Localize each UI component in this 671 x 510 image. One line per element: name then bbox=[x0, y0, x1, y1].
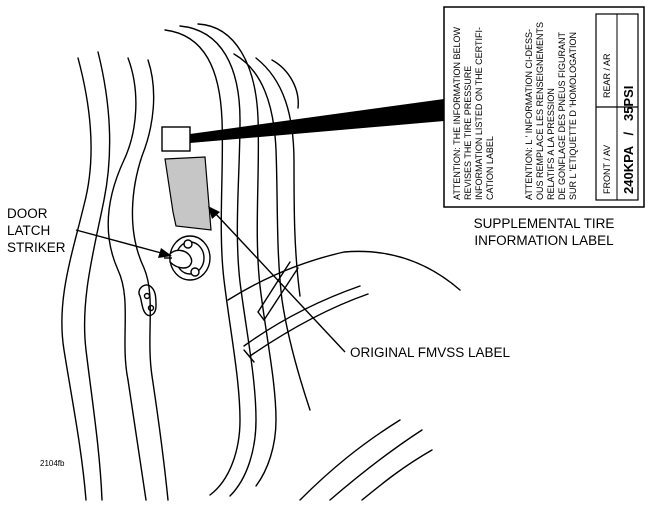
fmvss-arrowhead bbox=[208, 206, 220, 219]
callout-striker: STRIKER bbox=[7, 240, 66, 255]
label-english-line-4: CATION LABEL bbox=[485, 136, 495, 200]
supplemental-tire-label: ATTENTION: THE INFORMATION BELOW REVISES… bbox=[443, 6, 645, 208]
supplemental-label-leader bbox=[190, 99, 444, 143]
label-english-line-1: ATTENTION: THE INFORMATION BELOW bbox=[452, 26, 462, 200]
callout-supplemental-line-1: SUPPLEMENTAL TIRE bbox=[474, 216, 615, 231]
label-french-line-4: DE GONFLAGE DES PNEUS FIGURANT bbox=[557, 31, 567, 200]
figure-code: 2104fb bbox=[40, 459, 65, 468]
label-french-line-2: OUS REMPLACE LES RENSEIGNEMENTS bbox=[535, 22, 545, 200]
callout-original-fmvss: ORIGINAL FMVSS LABEL bbox=[350, 345, 511, 360]
striker-leader-line bbox=[75, 229, 166, 255]
label-rear-header: REAR / AR bbox=[602, 53, 612, 98]
hinge-bracket bbox=[138, 284, 157, 317]
fmvss-leader-line bbox=[213, 211, 346, 353]
callout-latch: LATCH bbox=[7, 223, 50, 238]
label-pressure-value: 240KPA / 35PSI bbox=[621, 86, 636, 194]
door-latch-striker bbox=[164, 235, 211, 281]
striker-arrowhead bbox=[158, 248, 172, 258]
callout-door: DOOR bbox=[7, 206, 48, 221]
original-fmvss-label bbox=[164, 156, 212, 231]
label-english-line-3: INFORMATION LISTED ON THE CERTIFI- bbox=[474, 27, 484, 200]
door-body-lines bbox=[61, 23, 461, 501]
label-french-line-5: SUR L 'ETIQUETTE D 'HOMOLOGATION bbox=[568, 32, 578, 200]
label-french-line-1: ATTENTION: L ' INFORMATION CI-DESS- bbox=[524, 29, 534, 200]
label-english-line-2: REVISES THE TIRE PRESSURE bbox=[463, 66, 473, 200]
label-front-header: FRONT / AV bbox=[602, 145, 612, 194]
callout-supplemental-line-2: INFORMATION LABEL bbox=[474, 233, 614, 248]
label-french-line-3: RELATIFS A LA PRESSION bbox=[546, 88, 556, 200]
supplemental-label-location bbox=[161, 126, 191, 152]
callout-arrows bbox=[75, 211, 346, 353]
